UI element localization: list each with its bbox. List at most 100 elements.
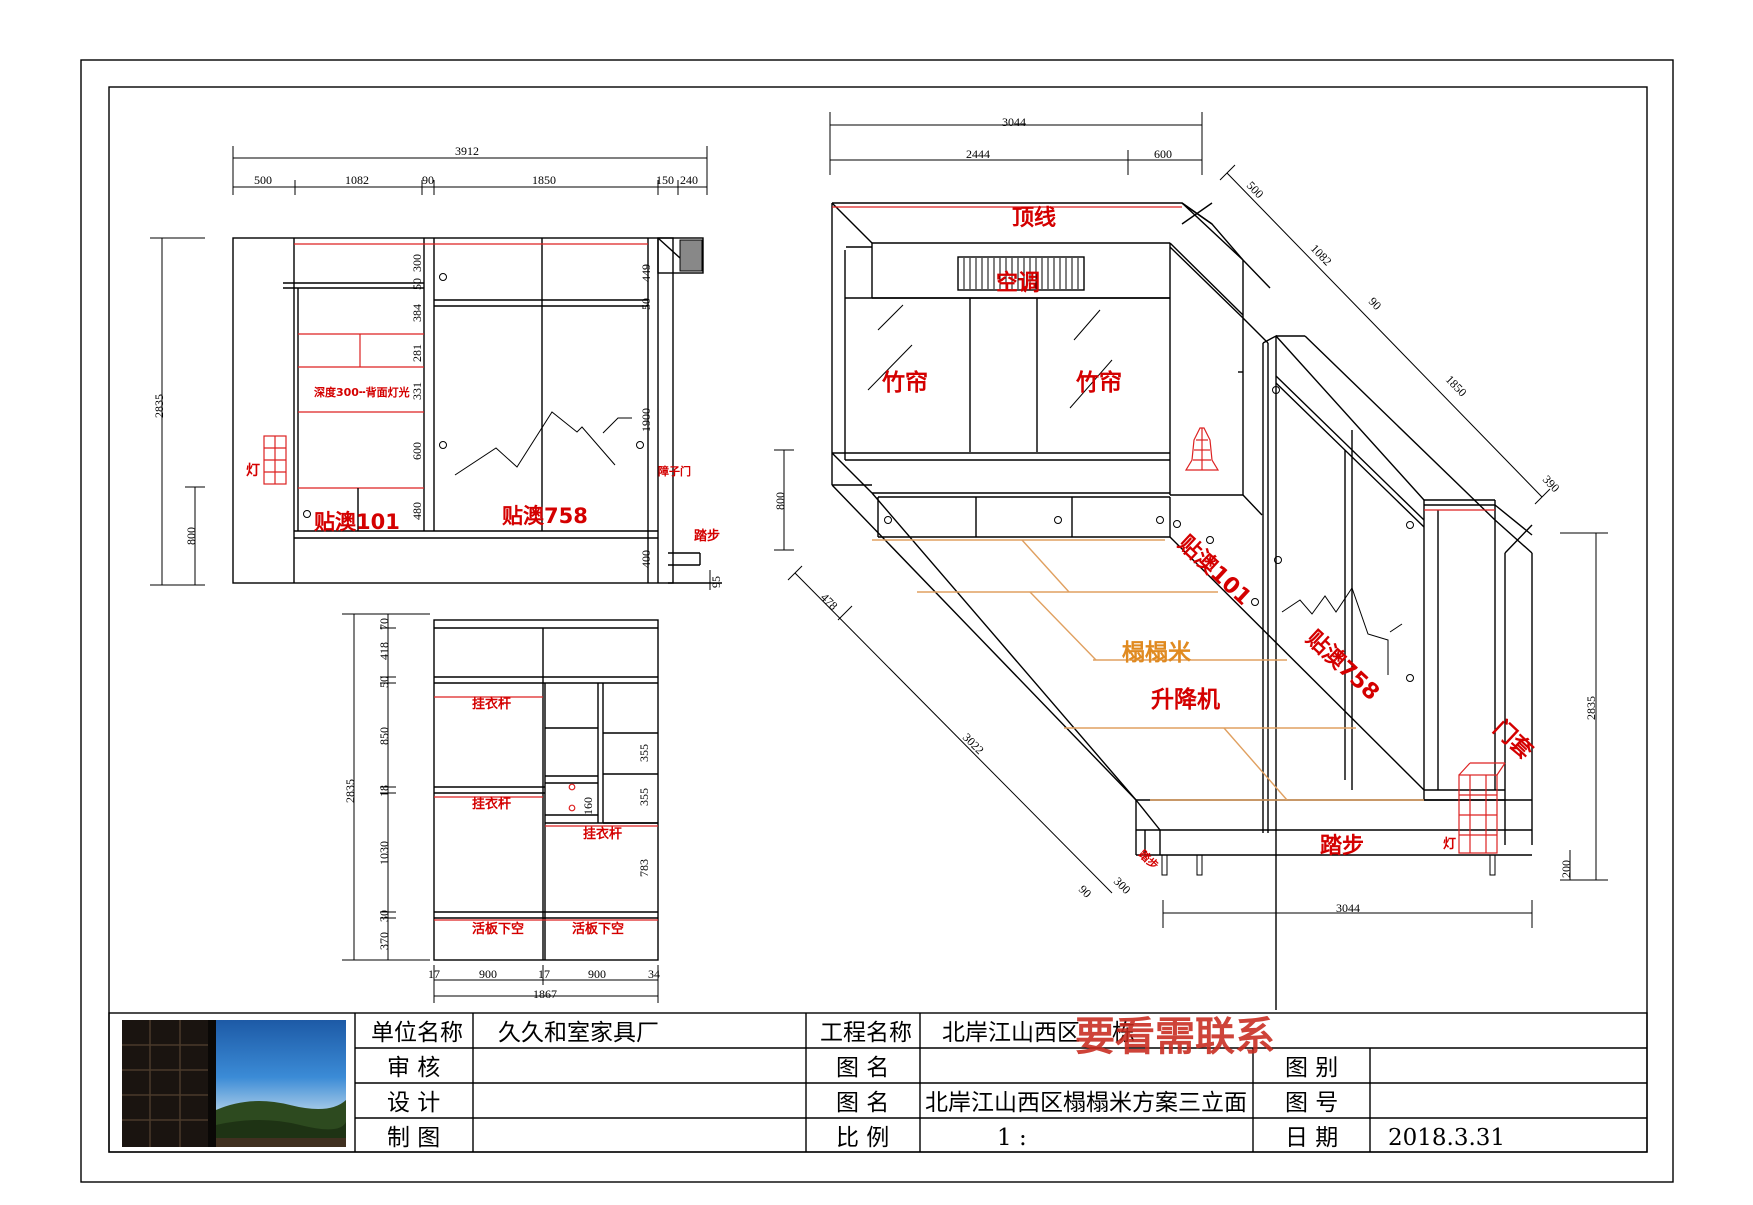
dim-iso-478: 478 — [818, 590, 841, 613]
dim-a-384: 384 — [410, 304, 424, 322]
label-cornice: 顶线 — [1012, 205, 1056, 231]
label-rod-2: 挂衣杆 — [472, 796, 511, 812]
dim-a-height: 2835 — [152, 394, 166, 418]
label-lamp-iso: 灯 — [1443, 836, 1456, 852]
watermark-text: 要看需联系 — [1075, 1013, 1275, 1060]
outer-frame — [80, 59, 1674, 1183]
dim-iso-1850: 1850 — [1443, 372, 1470, 399]
label-ac: 空调 — [996, 270, 1040, 296]
dim-b-30: 30 — [377, 910, 391, 922]
dim-iso-300: 300 — [1111, 874, 1134, 897]
tb-number-label: 图 号 — [1285, 1090, 1338, 1116]
dim-a-331: 331 — [410, 382, 424, 400]
tb-project-tail: 栋 — [1112, 1020, 1135, 1046]
dim-a-total: 3912 — [455, 144, 479, 158]
dim-b-17a: 17 — [428, 967, 440, 981]
label-bamboo-1: 竹帘 — [881, 369, 928, 396]
tb-unit-label: 单位名称 — [371, 1020, 463, 1046]
label-shelf-note: 深度300╍背面灯光 — [314, 385, 410, 399]
tb-drawing-label-1: 图 名 — [836, 1055, 889, 1081]
dim-iso-200: 200 — [1559, 860, 1573, 878]
dim-iso-2444: 2444 — [966, 147, 990, 161]
dim-a-480: 480 — [410, 502, 424, 520]
dim-a-90: 90 — [422, 173, 434, 187]
label-bamboo-2: 竹帘 — [1075, 369, 1122, 396]
dim-a-400: 400 — [639, 550, 653, 568]
tb-design-label: 设 计 — [387, 1090, 440, 1116]
label-step-iso: 踏步 — [1320, 833, 1364, 859]
dim-b-850: 850 — [377, 727, 391, 745]
dim-iso-2835: 2835 — [1584, 696, 1598, 720]
dim-b-2835: 2835 — [343, 779, 357, 803]
dim-iso-1082: 1082 — [1308, 241, 1335, 268]
dim-iso-90: 90 — [1366, 294, 1384, 312]
tb-date-label: 日 期 — [1285, 1125, 1338, 1151]
label-trim: 踏步 — [1136, 847, 1162, 872]
tb-review-label: 审 核 — [387, 1055, 440, 1081]
label-panel-101-a: 贴澳101 — [314, 510, 400, 534]
dim-a-300: 300 — [410, 254, 424, 272]
tb-scale-value: 1 : — [997, 1125, 1027, 1151]
label-step-a: 踏步 — [694, 528, 720, 544]
dim-a-500: 500 — [254, 173, 272, 187]
dim-iso-390: 390 — [1540, 472, 1563, 495]
label-panel-758-a: 贴澳758 — [502, 504, 588, 528]
label-lift: 升降机 — [1151, 687, 1220, 713]
label-lamp-a: 灯 — [246, 462, 260, 479]
tb-drawing-value: 北岸江山西区榻榻米方案三立面 — [925, 1090, 1247, 1116]
dim-iso-90b: 90 — [1076, 882, 1094, 900]
elevation-b: 70 418 50 850 18 2835 1030 30 370 355 16… — [342, 613, 660, 1003]
dim-b-18: 18 — [377, 785, 391, 797]
dim-a-1082: 1082 — [345, 173, 369, 187]
dim-a-50: 50 — [410, 278, 424, 290]
dim-a-240: 240 — [680, 173, 698, 187]
label-board-left: 活板下空 — [472, 921, 524, 937]
dim-b-783: 783 — [637, 859, 651, 877]
dim-a-281: 281 — [410, 344, 424, 362]
label-tatami: 榻榻米 — [1122, 639, 1192, 666]
tb-unit-value: 久久和室家具厂 — [498, 1020, 659, 1046]
dim-b-160: 160 — [581, 797, 595, 815]
tb-date-value: 2018.3.31 — [1388, 1125, 1505, 1151]
label-board-right: 活板下空 — [572, 921, 624, 937]
dim-b-900a: 900 — [479, 967, 497, 981]
dim-iso-3022: 3022 — [960, 730, 987, 757]
tb-draft-label: 制 图 — [387, 1125, 440, 1151]
dim-a-150: 150 — [656, 173, 674, 187]
tb-category-label: 图 别 — [1285, 1055, 1338, 1081]
label-rod-3: 挂衣杆 — [583, 826, 622, 842]
inner-frame — [108, 86, 1648, 1153]
isometric-view: 3044 2444 600 500 1082 90 1850 390 800 4… — [773, 112, 1608, 1010]
dim-b-34: 34 — [648, 967, 660, 981]
elevation-a: 3912 500 1082 90 1850 150 240 2835 800 — [150, 144, 723, 590]
dim-a-600: 600 — [410, 442, 424, 460]
dim-b-70: 70 — [377, 618, 391, 630]
dim-iso-800: 800 — [773, 492, 787, 510]
dim-b-370: 370 — [377, 932, 391, 950]
dim-a-50b: 50 — [639, 298, 653, 310]
dim-b-900b: 900 — [588, 967, 606, 981]
dim-b-355b: 355 — [637, 788, 651, 806]
tb-project-label: 工程名称 — [820, 1020, 912, 1046]
label-door-a: 障子门 — [658, 464, 691, 478]
dim-a-1900: 1900 — [639, 408, 653, 432]
label-panel-101-iso: 贴澳101 — [1173, 530, 1257, 610]
dim-b-1030: 1030 — [377, 841, 391, 865]
dim-a-1850: 1850 — [532, 173, 556, 187]
label-rod-1: 挂衣杆 — [472, 696, 511, 712]
tb-scale-label: 比 例 — [836, 1125, 889, 1151]
dim-b-50: 50 — [377, 676, 391, 688]
dim-b-1867: 1867 — [533, 987, 557, 1001]
dim-iso-3044-bottom: 3044 — [1336, 901, 1360, 915]
tb-drawing-label-2: 图 名 — [836, 1090, 889, 1116]
dim-a-449: 449 — [639, 264, 653, 282]
dim-iso-600: 600 — [1154, 147, 1172, 161]
dim-a-800: 800 — [184, 527, 198, 545]
label-panel-758-iso: 贴澳758 — [1301, 625, 1385, 705]
dim-b-355a: 355 — [637, 744, 651, 762]
dim-iso-3044-top: 3044 — [1002, 115, 1026, 129]
dim-iso-500: 500 — [1244, 178, 1267, 201]
dim-b-418: 418 — [377, 642, 391, 660]
dim-b-17b: 17 — [538, 967, 550, 981]
